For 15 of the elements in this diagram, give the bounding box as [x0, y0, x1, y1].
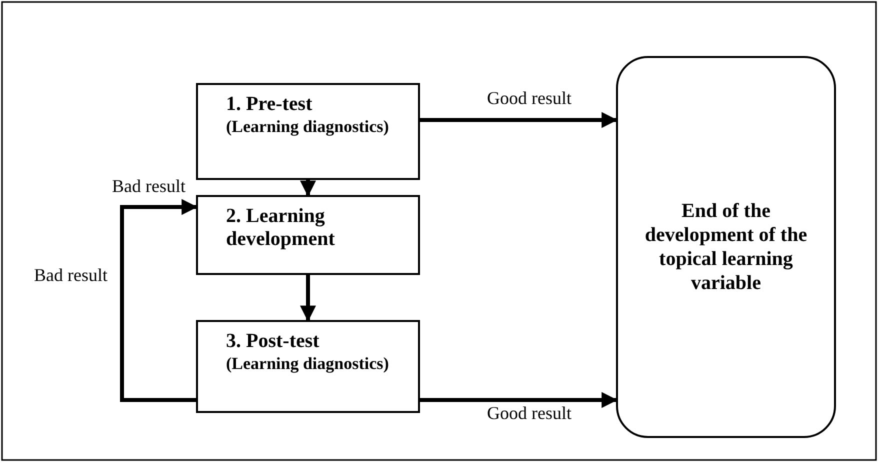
box-subtitle: (Learning diagnostics) — [226, 116, 390, 138]
end-box — [616, 56, 836, 438]
process-box — [196, 195, 420, 275]
process-box — [196, 83, 420, 180]
box-heading: 2. Learning development — [226, 205, 336, 251]
arrow — [120, 199, 198, 402]
box-heading: End of the development of the topical learning variable — [644, 199, 808, 295]
process-box — [196, 320, 420, 413]
arrow — [300, 180, 316, 197]
arrow — [420, 392, 618, 408]
arrow — [300, 275, 316, 322]
box-heading: 3. Post-test — [226, 330, 320, 353]
box-heading: 1. Pre-test — [226, 93, 314, 116]
arrow — [420, 112, 618, 128]
box-subtitle: (Learning diagnostics) — [226, 353, 390, 375]
